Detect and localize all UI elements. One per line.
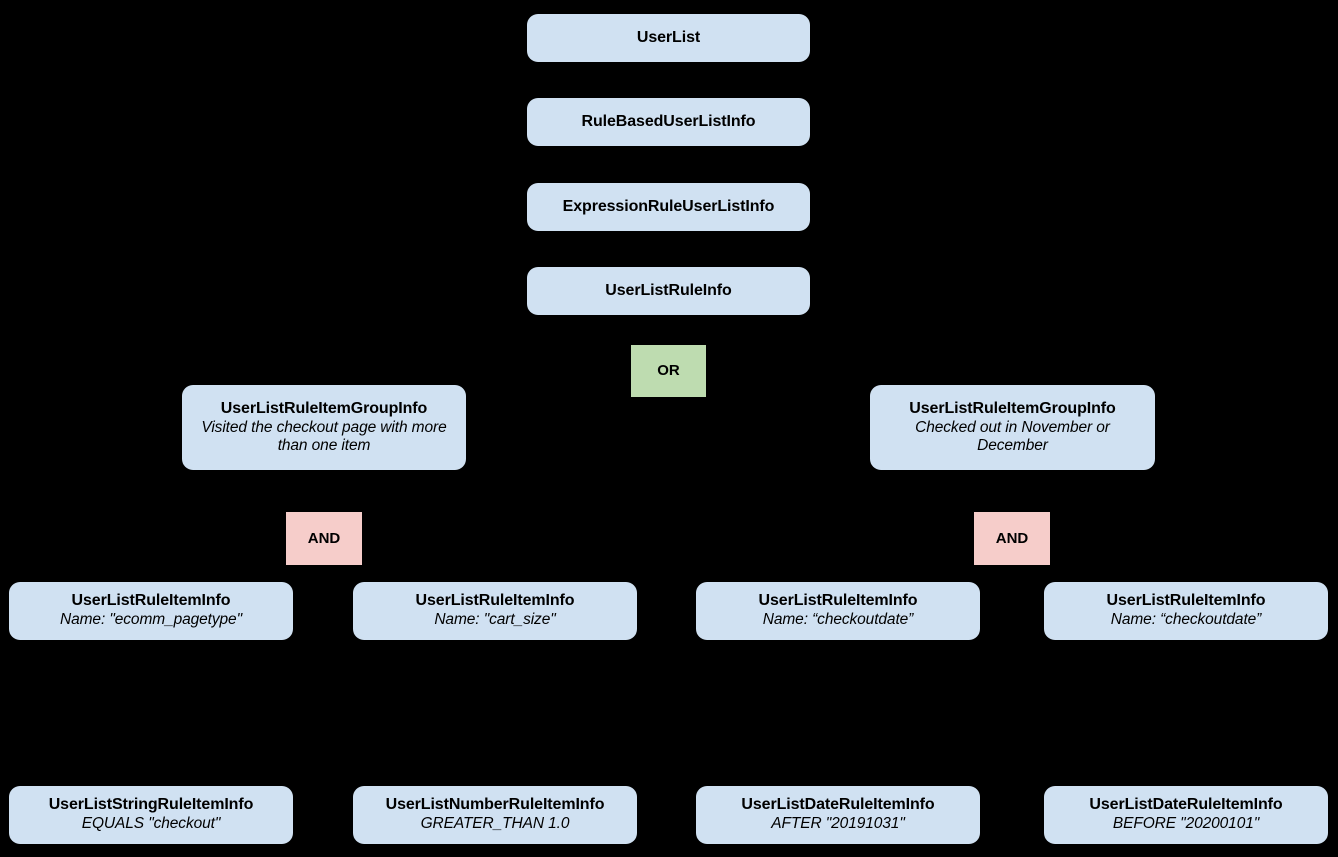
node-title: UserListRuleItemInfo [758, 592, 918, 610]
node-title: UserListRuleItemGroupInfo [220, 399, 428, 417]
node-subtitle: Name: “checkoutdate” [762, 611, 914, 629]
node-title: UserListRuleItemInfo [1106, 592, 1266, 610]
node-string-rule-item-info[interactable]: UserListStringRuleItemInfo EQUALS "check… [9, 786, 293, 844]
node-subtitle: Visited the checkout page with more than… [201, 418, 447, 454]
node-title: UserListDateRuleItemInfo [741, 796, 935, 814]
node-subtitle: Checked out in November or December [915, 418, 1110, 454]
node-expression-rule-user-list-info[interactable]: ExpressionRuleUserListInfo [527, 183, 810, 231]
node-title: OR [657, 362, 680, 380]
node-or-operator[interactable]: OR [631, 345, 706, 397]
node-number-rule-item-info[interactable]: UserListNumberRuleItemInfo GREATER_THAN … [353, 786, 637, 844]
node-user-list[interactable]: UserList [527, 14, 810, 62]
node-title: UserListStringRuleItemInfo [48, 796, 254, 814]
node-subtitle: Name: "ecomm_pagetype" [60, 611, 242, 629]
node-title: UserListRuleItemInfo [415, 592, 575, 610]
node-subtitle: BEFORE "20200101" [1112, 815, 1260, 833]
node-rule-item-ecomm-pagetype[interactable]: UserListRuleItemInfo Name: "ecomm_pagety… [9, 582, 293, 640]
node-title: UserListRuleItemInfo [71, 592, 231, 610]
node-rule-based-user-list-info[interactable]: RuleBasedUserListInfo [527, 98, 810, 146]
node-and-operator-left[interactable]: AND [286, 512, 362, 565]
node-rule-item-checkoutdate-after[interactable]: UserListRuleItemInfo Name: “checkoutdate… [696, 582, 980, 640]
node-title: AND [995, 529, 1029, 547]
node-rule-item-cart-size[interactable]: UserListRuleItemInfo Name: "cart_size" [353, 582, 637, 640]
node-title: UserListRuleItemGroupInfo [909, 399, 1116, 417]
node-title: UserListRuleInfo [605, 281, 732, 299]
node-title: UserListDateRuleItemInfo [1089, 796, 1283, 814]
node-group-left[interactable]: UserListRuleItemGroupInfo Visited the ch… [182, 385, 466, 470]
node-subtitle: Name: "cart_size" [434, 611, 556, 629]
node-group-right[interactable]: UserListRuleItemGroupInfo Checked out in… [870, 385, 1155, 470]
node-subtitle: Name: “checkoutdate” [1110, 611, 1262, 629]
node-title: ExpressionRuleUserListInfo [562, 197, 775, 215]
node-subtitle: GREATER_THAN 1.0 [420, 815, 570, 833]
node-title: UserListNumberRuleItemInfo [385, 796, 605, 814]
node-title: UserList [636, 28, 701, 46]
node-date-rule-item-info-before[interactable]: UserListDateRuleItemInfo BEFORE "2020010… [1044, 786, 1328, 844]
node-and-operator-right[interactable]: AND [974, 512, 1050, 565]
node-subtitle: EQUALS "checkout" [81, 815, 221, 833]
node-title: RuleBasedUserListInfo [581, 112, 756, 130]
node-date-rule-item-info-after[interactable]: UserListDateRuleItemInfo AFTER "20191031… [696, 786, 980, 844]
node-subtitle: AFTER "20191031" [771, 815, 905, 833]
node-user-list-rule-info[interactable]: UserListRuleInfo [527, 267, 810, 315]
node-rule-item-checkoutdate-before[interactable]: UserListRuleItemInfo Name: “checkoutdate… [1044, 582, 1328, 640]
node-title: AND [307, 529, 341, 547]
